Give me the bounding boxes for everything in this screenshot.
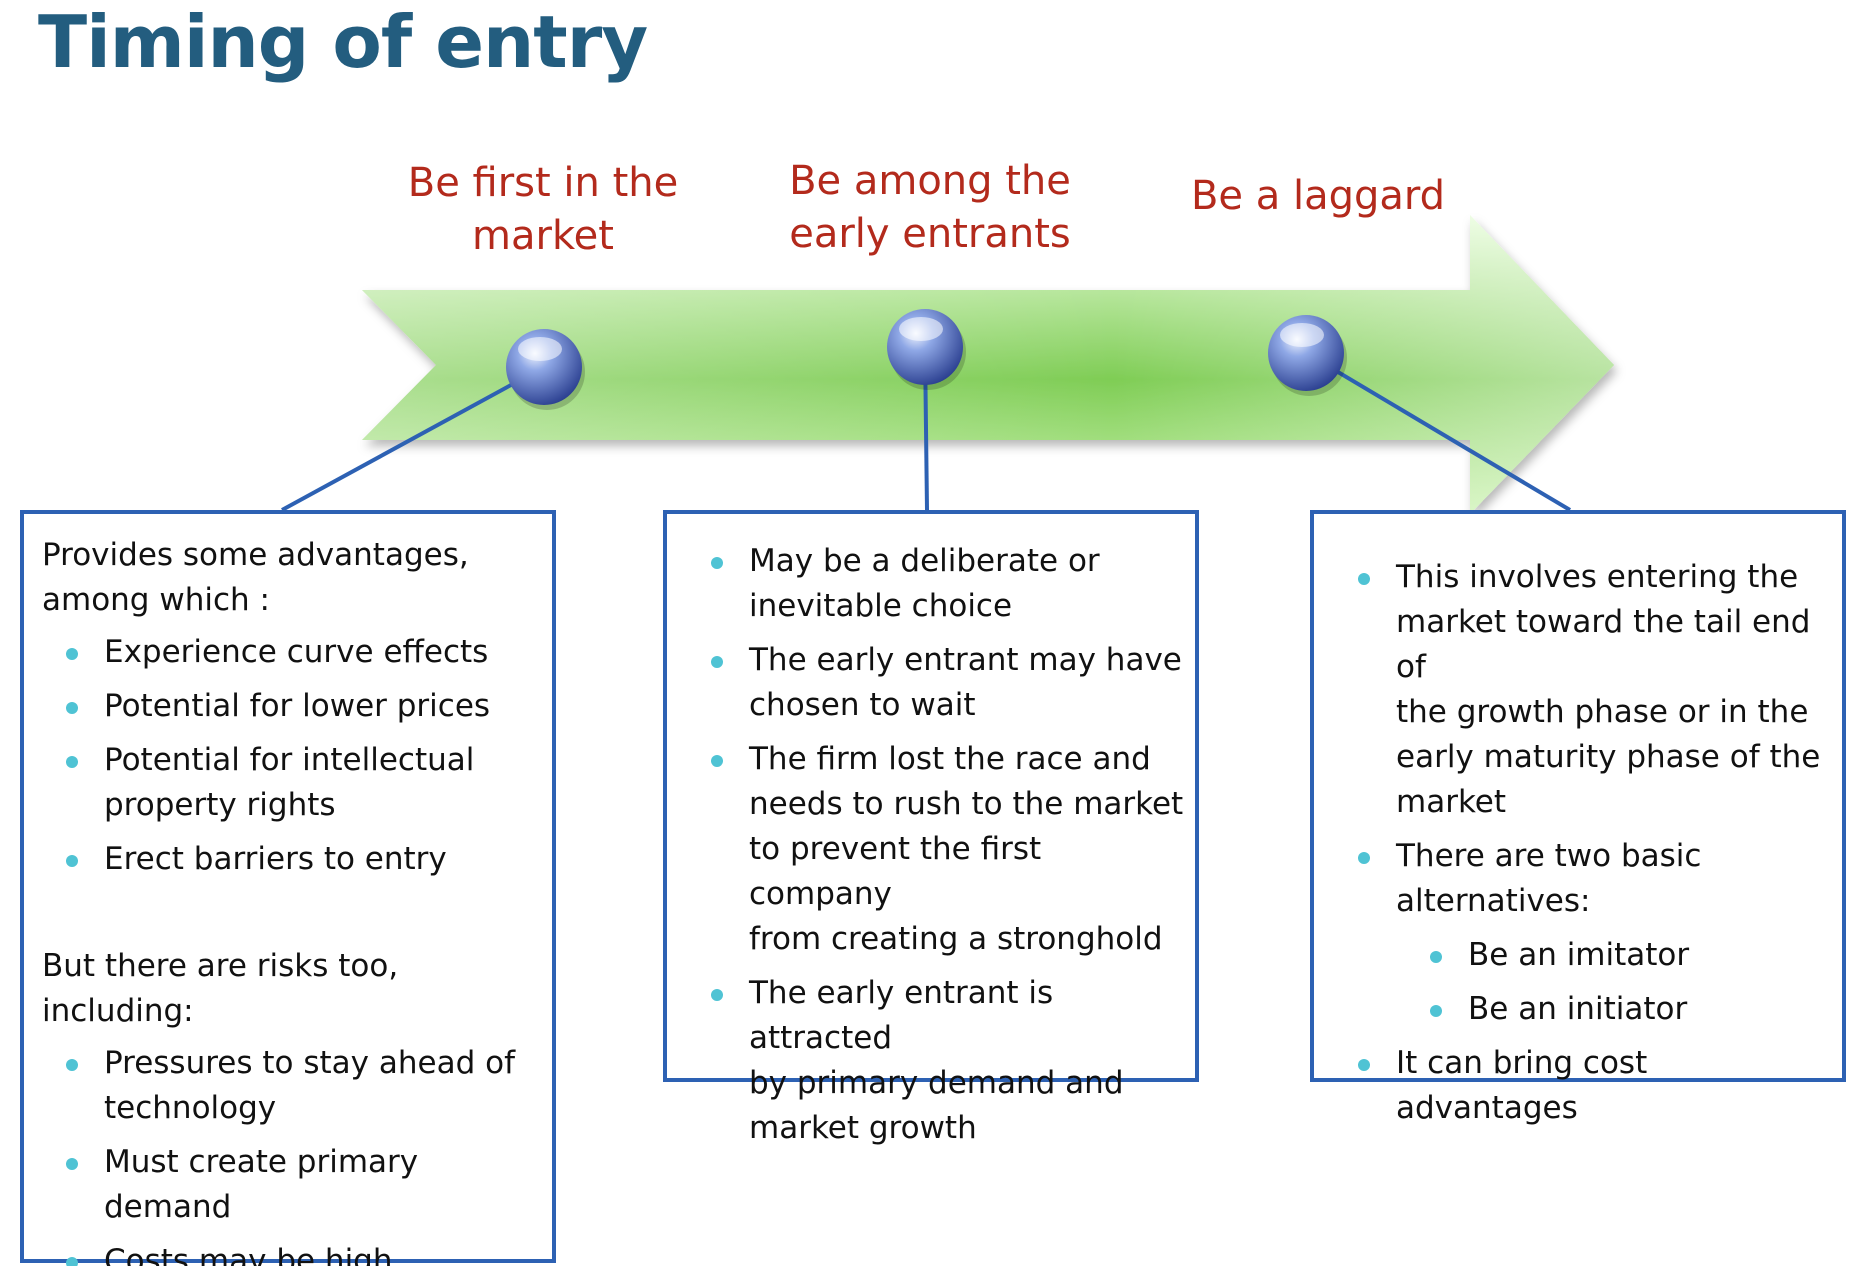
- laggard-sub-point: Be an imitator: [1334, 933, 1834, 978]
- first-mover-intro-line-1: Provides some advantages,: [42, 537, 469, 573]
- stage-title-first-line-1: Be first in the: [407, 160, 679, 206]
- timeline-arrow: [362, 215, 1614, 514]
- first-mover-intro-line-2: among which :: [42, 582, 270, 618]
- first-mover-risk: Costs may be high: [42, 1239, 540, 1266]
- timeline-nodes: [506, 309, 1347, 410]
- node-highlight-early: [899, 317, 943, 341]
- first-mover-advantage: Erect barriers to entry: [42, 837, 540, 882]
- laggard-sub-point: Be an initiator: [1334, 987, 1834, 1032]
- stage-title-early-line-1: Be among the: [789, 158, 1071, 204]
- stage-title-laggard: Be a laggard: [1158, 170, 1478, 223]
- first-mover-advantages-list: Experience curve effects Potential for l…: [42, 630, 540, 882]
- first-mover-risks-line-2: including:: [42, 993, 194, 1029]
- first-mover-advantage: Potential for lower prices: [42, 684, 540, 729]
- stage-title-laggard-line-1: Be a laggard: [1190, 173, 1446, 219]
- node-highlight-first: [518, 337, 562, 361]
- page-title: Timing of entry: [38, 0, 648, 84]
- connector-line-first: [281, 365, 545, 512]
- first-mover-box: Provides some advantages, among which : …: [20, 510, 556, 1266]
- connector-line-laggard: [1304, 351, 1572, 512]
- stage-title-early: Be among the early entrants: [770, 155, 1090, 261]
- stage-title-early-line-2: early entrants: [789, 211, 1071, 257]
- first-mover-risk: Must create primary demand: [42, 1140, 540, 1230]
- stage-title-first: Be first in the market: [383, 157, 703, 263]
- stage-title-first-line-2: market: [472, 213, 614, 259]
- first-mover-advantage: Experience curve effects: [42, 630, 540, 675]
- section-spacer: [42, 891, 540, 944]
- laggard-point: It can bring cost advantages: [1334, 1041, 1834, 1131]
- node-highlight-laggard: [1280, 323, 1324, 347]
- first-mover-risks-line-1: But there are risks too,: [42, 948, 399, 984]
